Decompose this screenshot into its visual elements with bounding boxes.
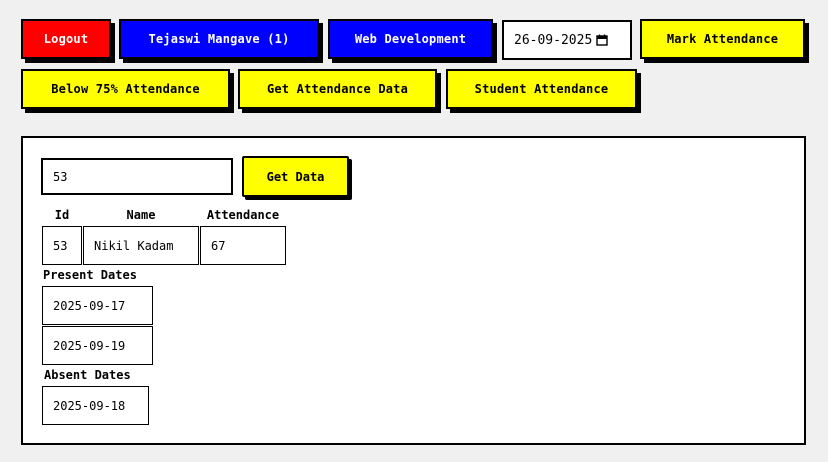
absent-date-item: 2025-09-18 xyxy=(42,386,149,425)
header-attendance: Attendance xyxy=(206,208,280,222)
header-id: Id xyxy=(54,208,70,222)
get-attendance-data-button[interactable]: Get Attendance Data xyxy=(238,69,437,109)
present-date-item: 2025-09-17 xyxy=(42,286,153,325)
student-attendance-button[interactable]: Student Attendance xyxy=(446,69,637,109)
calendar-icon[interactable] xyxy=(596,34,608,46)
cell-name: Nikil Kadam xyxy=(83,226,199,265)
present-dates-label: Present Dates xyxy=(43,268,137,282)
get-data-button[interactable]: Get Data xyxy=(242,156,349,197)
present-date-item: 2025-09-19 xyxy=(42,326,153,365)
logout-button[interactable]: Logout xyxy=(21,19,111,59)
subject-button[interactable]: Web Development xyxy=(328,19,493,59)
absent-dates-label: Absent Dates xyxy=(44,368,131,382)
student-id-input[interactable]: 53 xyxy=(41,158,233,195)
date-value: 26-09-2025 xyxy=(514,32,593,48)
mark-attendance-button[interactable]: Mark Attendance xyxy=(640,19,805,59)
cell-attendance: 67 xyxy=(200,226,286,265)
date-input[interactable]: 26-09-2025 xyxy=(502,20,632,60)
student-id-value: 53 xyxy=(53,169,68,184)
user-button[interactable]: Tejaswi Mangave (1) xyxy=(119,19,319,59)
header-name: Name xyxy=(126,208,156,222)
cell-id: 53 xyxy=(42,226,82,265)
below-75-attendance-button[interactable]: Below 75% Attendance xyxy=(21,69,230,109)
